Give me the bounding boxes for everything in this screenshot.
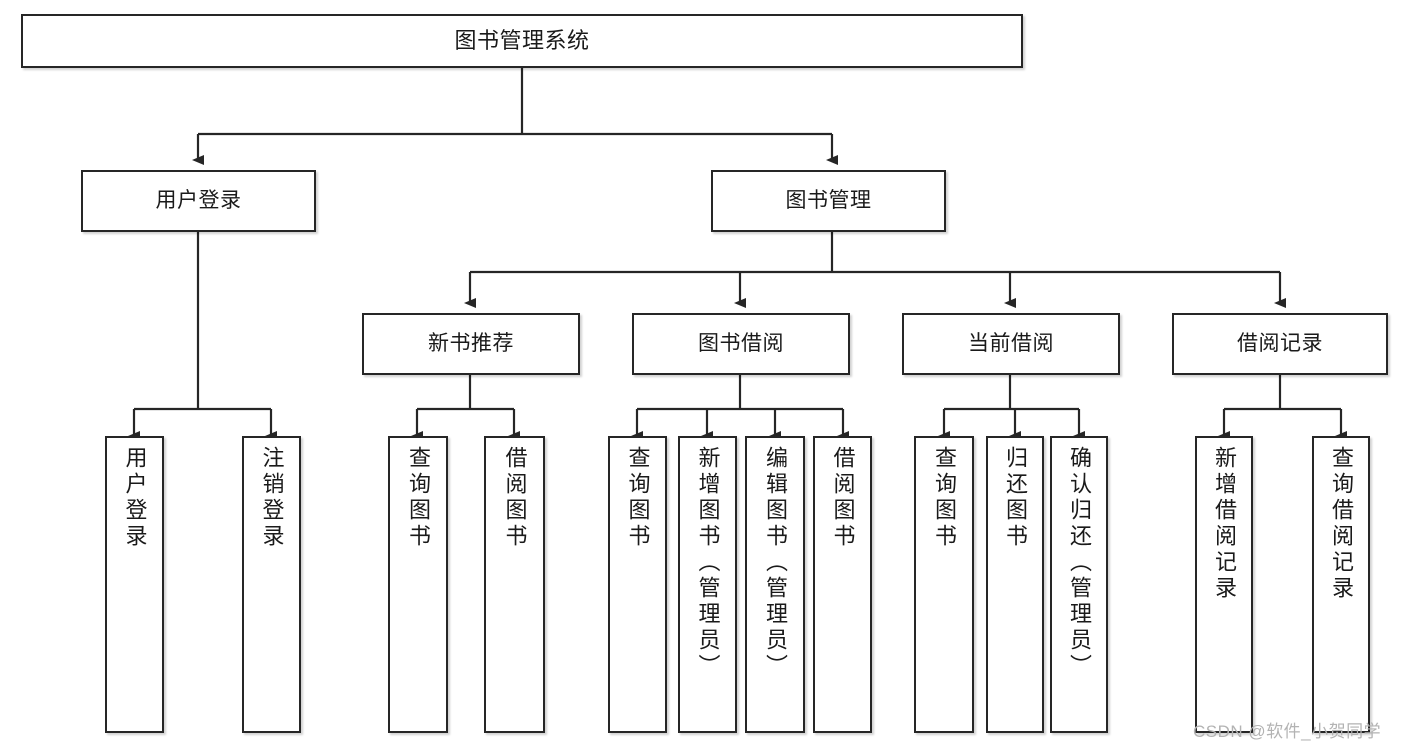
node-label: 新增借阅记录 (1212, 446, 1237, 602)
node-label: 确认归还（管理员） (1067, 446, 1092, 680)
node-book-borrow[interactable]: 图书借阅 (632, 313, 850, 375)
leaf-borrow-book-recommend[interactable]: 借阅图书 (484, 436, 545, 733)
leaf-add-borrow-record[interactable]: 新增借阅记录 (1195, 436, 1253, 733)
node-book-management[interactable]: 图书管理 (711, 170, 946, 232)
node-label: 图书借阅 (698, 332, 784, 356)
node-label: 编辑图书（管理员） (763, 446, 788, 680)
leaf-logout[interactable]: 注销登录 (242, 436, 301, 733)
node-label: 借阅记录 (1237, 332, 1323, 356)
leaf-add-book-admin[interactable]: 新增图书（管理员） (678, 436, 737, 733)
leaf-user-login[interactable]: 用户登录 (105, 436, 164, 733)
leaf-query-book-recommend[interactable]: 查询图书 (388, 436, 448, 733)
leaf-edit-book-admin[interactable]: 编辑图书（管理员） (745, 436, 805, 733)
node-new-book-recommend[interactable]: 新书推荐 (362, 313, 580, 375)
node-borrow-records[interactable]: 借阅记录 (1172, 313, 1388, 375)
node-label: 新书推荐 (428, 332, 514, 356)
node-label: 注销登录 (259, 446, 285, 550)
csdn-watermark: CSDN @软件_小贺同学 (1193, 722, 1382, 741)
node-label: 图书管理系统 (454, 27, 590, 53)
leaf-query-book-current[interactable]: 查询图书 (914, 436, 974, 733)
node-user-login[interactable]: 用户登录 (81, 170, 316, 232)
node-label: 查询图书 (932, 446, 957, 550)
leaf-query-borrow-record[interactable]: 查询借阅记录 (1312, 436, 1370, 733)
node-label: 查询借阅记录 (1329, 446, 1354, 602)
node-label: 归还图书 (1003, 446, 1028, 550)
leaf-return-book[interactable]: 归还图书 (986, 436, 1044, 733)
node-label: 用户登录 (155, 189, 242, 213)
node-label: 当前借阅 (968, 332, 1054, 356)
node-label: 借阅图书 (830, 446, 856, 550)
node-root-system[interactable]: 图书管理系统 (21, 14, 1023, 68)
node-current-borrow[interactable]: 当前借阅 (902, 313, 1120, 375)
leaf-borrow-book[interactable]: 借阅图书 (813, 436, 872, 733)
node-label: 用户登录 (122, 446, 148, 550)
node-label: 借阅图书 (502, 446, 528, 550)
node-label: 新增图书（管理员） (695, 446, 721, 680)
leaf-query-book-borrow[interactable]: 查询图书 (608, 436, 667, 733)
node-label: 图书管理 (785, 189, 872, 213)
node-label: 查询图书 (406, 446, 431, 550)
node-label: 查询图书 (625, 446, 651, 550)
leaf-confirm-return-admin[interactable]: 确认归还（管理员） (1050, 436, 1108, 733)
